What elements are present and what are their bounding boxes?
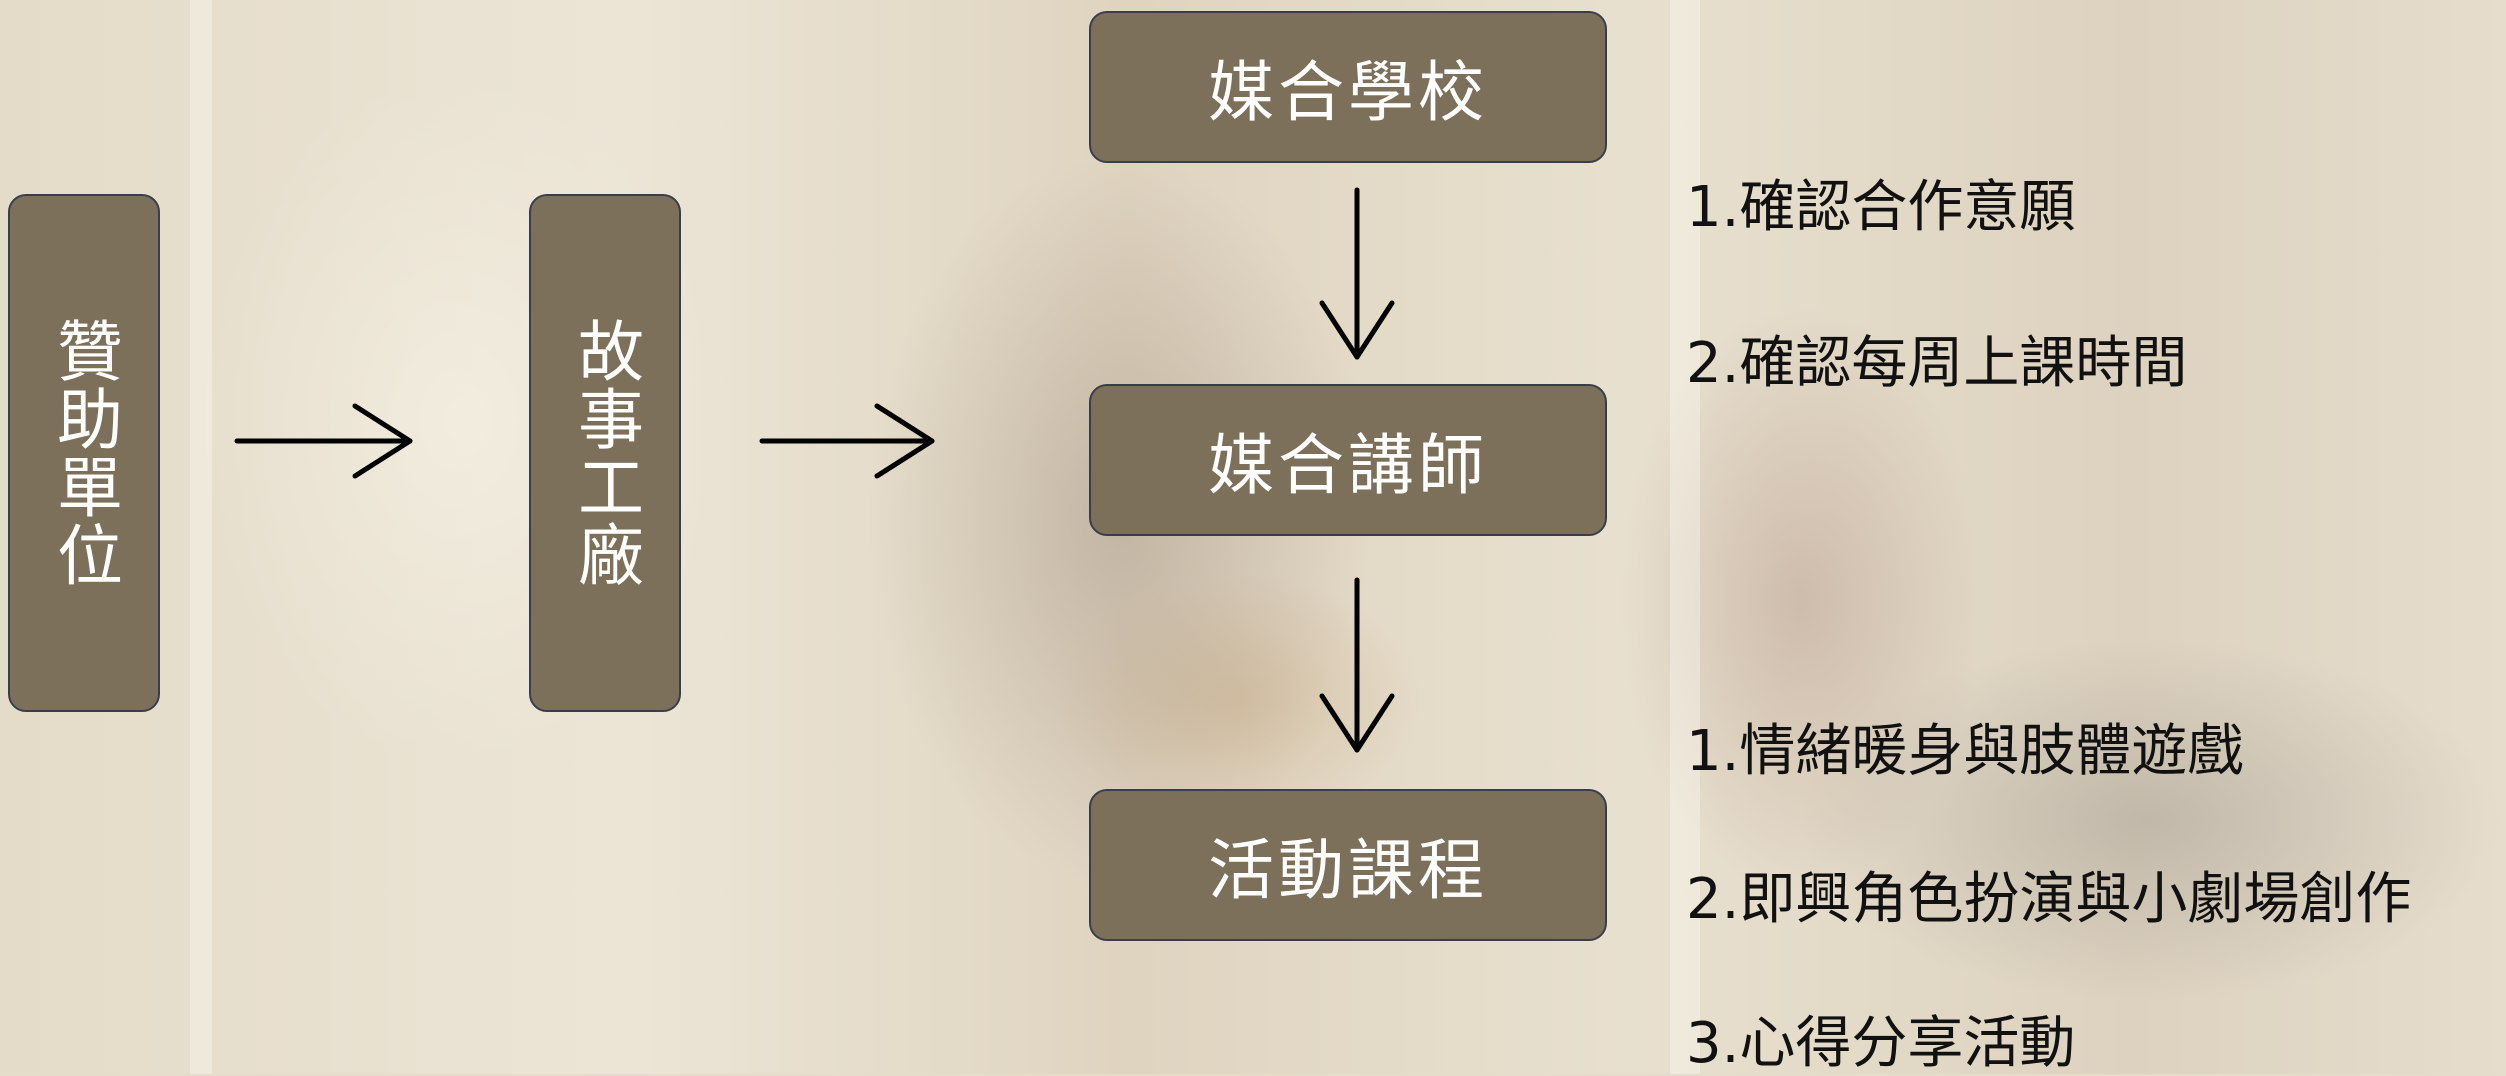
story-factory-label: 故事工廠 <box>567 317 644 589</box>
course-note: 2.即興角色扮演與小劇場創作 <box>1686 867 2412 932</box>
background-beam <box>190 0 212 1074</box>
match-teacher-label: 媒合講師 <box>1208 427 1488 504</box>
arrow-right-icon <box>234 403 413 479</box>
background-beam <box>1670 0 1700 1074</box>
course-label: 活動課程 <box>1208 832 1488 909</box>
sponsor-box: 贊助單位 <box>8 194 160 712</box>
match-teacher-box: 媒合講師 <box>1089 384 1607 536</box>
arrow-down-icon <box>1319 577 1395 753</box>
sponsor-label: 贊助單位 <box>46 317 123 589</box>
course-note: 3.心得分享活動 <box>1686 1011 2076 1076</box>
course-box: 活動課程 <box>1089 789 1607 941</box>
course-note: 1.情緒暖身與肢體遊戲 <box>1686 719 2244 784</box>
match-school-box: 媒合學校 <box>1089 11 1607 163</box>
school-note: 1.確認合作意願 <box>1686 175 2076 240</box>
match-school-label: 媒合學校 <box>1208 54 1488 131</box>
school-note: 2.確認每周上課時間 <box>1686 331 2188 396</box>
arrow-right-icon <box>759 403 935 479</box>
arrow-down-icon <box>1319 187 1395 360</box>
story-factory-box: 故事工廠 <box>529 194 681 712</box>
